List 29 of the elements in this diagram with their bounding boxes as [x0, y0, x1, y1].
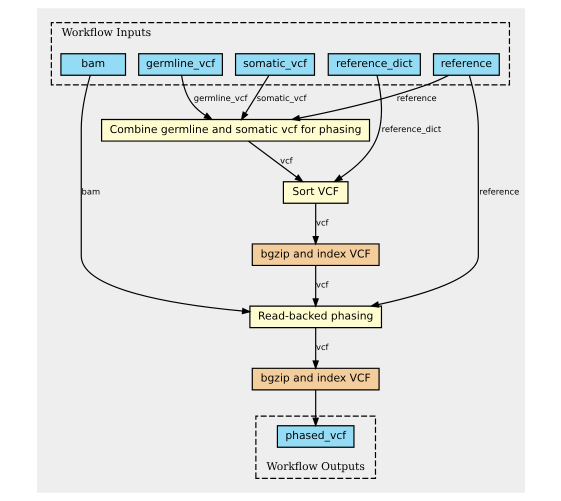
node-box: germline_vcf	[138, 53, 222, 76]
arrow	[248, 140, 304, 183]
node-box: Sort VCF	[282, 181, 348, 204]
edge-label: reference	[478, 186, 519, 196]
edge-label: bam	[81, 186, 100, 196]
node-box: reference_dict	[327, 53, 420, 76]
node-box: bgzip and index VCF	[251, 368, 380, 390]
arrow	[312, 204, 319, 246]
node-box: somatic_vcf	[234, 53, 315, 76]
edge-label: reference	[396, 93, 436, 104]
edge-label: vcf	[280, 155, 292, 166]
node-box: bgzip and index VCF	[251, 243, 380, 266]
node-box: bam	[60, 53, 126, 76]
node-box: Read-backed phasing	[248, 306, 382, 328]
arrow	[312, 328, 319, 370]
arrow	[80, 75, 252, 314]
arrow	[240, 75, 269, 121]
node-box: reference	[432, 53, 500, 76]
arrow	[332, 75, 382, 182]
arrow	[180, 75, 213, 120]
edge-label: germline_vcf	[193, 93, 247, 104]
edge-label: reference_dict	[381, 124, 441, 134]
arrow	[312, 266, 319, 308]
arrow	[312, 390, 319, 428]
arrow	[290, 74, 448, 122]
node-box: Combine germline and somatic vcf for phasing	[100, 118, 370, 142]
node-box: phased_vcf	[276, 425, 354, 448]
arrow	[368, 75, 478, 308]
edge-label: somatic_vcf	[256, 93, 306, 104]
